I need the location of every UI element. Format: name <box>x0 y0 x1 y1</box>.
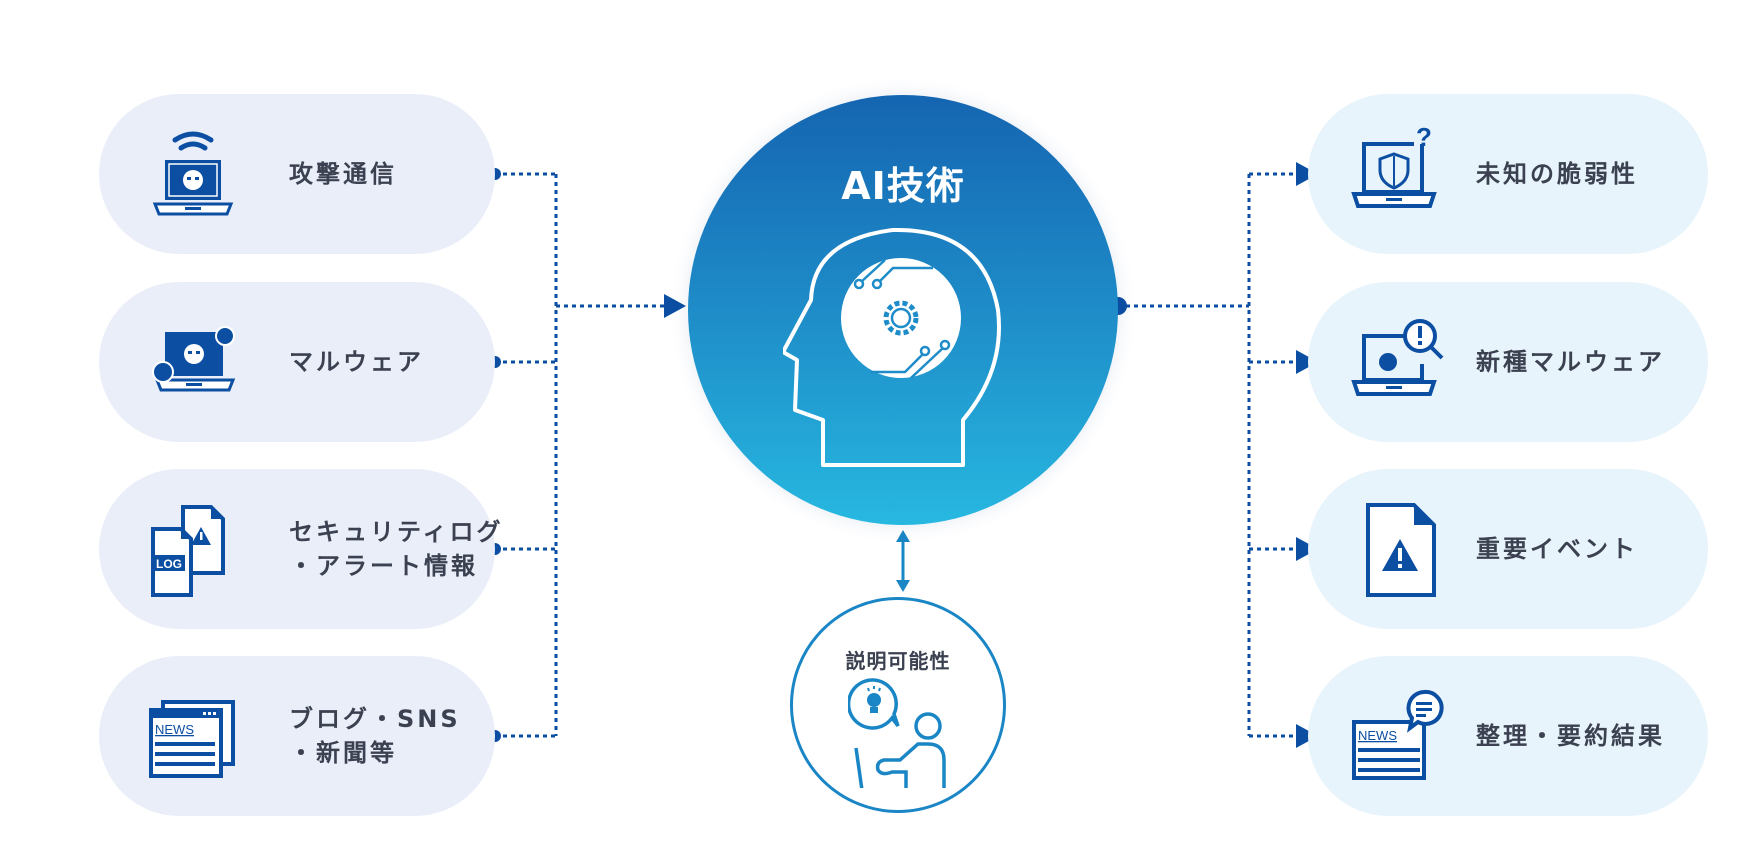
arrow-into-ai <box>664 294 686 318</box>
input-blogs-sns: NEWS ブログ・SNS ・新聞等 <box>99 656 495 816</box>
output-label: 整理・要約結果 <box>1476 722 1665 750</box>
laptop-malware-search-icon <box>1351 319 1444 396</box>
input-attack-traffic: 攻撃通信 <box>99 94 495 254</box>
svg-text:LOG: LOG <box>156 557 182 571</box>
output-new-malware: 新種マルウェア <box>1308 282 1708 442</box>
explainability-circle: 説明可能性 <box>790 597 1006 813</box>
news-chat-bubble-icon: NEWS <box>1352 689 1444 780</box>
laptop-malware-icon <box>152 326 236 392</box>
svg-text:NEWS: NEWS <box>155 722 194 737</box>
ai-technology-circle: AI技術 <box>688 95 1118 525</box>
ai-head-gear-circuit-icon <box>783 227 1001 467</box>
input-label: マルウェア <box>289 348 424 376</box>
bidirectional-arrow <box>896 530 910 592</box>
input-label: 攻撃通信 <box>289 160 397 188</box>
output-label: 新種マルウェア <box>1476 348 1665 376</box>
person-idea-laptop-icon <box>848 678 946 788</box>
laptop-shield-question-icon: ? <box>1351 126 1437 208</box>
explainability-title: 説明可能性 <box>845 649 951 673</box>
laptop-wifi-virus-icon <box>152 131 234 216</box>
svg-text:NEWS: NEWS <box>1358 728 1397 743</box>
svg-text:?: ? <box>1416 126 1432 152</box>
output-label: 重要イベント <box>1476 535 1638 563</box>
output-summary-results: NEWS 整理・要約結果 <box>1308 656 1708 816</box>
log-alert-documents-icon: LOG <box>151 505 225 597</box>
input-label-line1: ブログ・SNS <box>289 705 461 733</box>
input-label-line2: ・アラート情報 <box>289 552 478 580</box>
input-malware: マルウェア <box>99 282 495 442</box>
document-warning-icon <box>1366 503 1436 597</box>
output-unknown-vulnerability: ? 未知の脆弱性 <box>1308 94 1708 254</box>
ai-title: AI技術 <box>841 164 965 208</box>
input-label-line1: セキュリティログ <box>289 518 504 546</box>
output-important-events: 重要イベント <box>1308 469 1708 629</box>
input-security-logs: LOG セキュリティログ ・アラート情報 <box>99 469 501 629</box>
output-label: 未知の脆弱性 <box>1476 160 1638 188</box>
input-label-line2: ・新聞等 <box>289 739 397 767</box>
news-browser-icon: NEWS <box>149 700 235 778</box>
